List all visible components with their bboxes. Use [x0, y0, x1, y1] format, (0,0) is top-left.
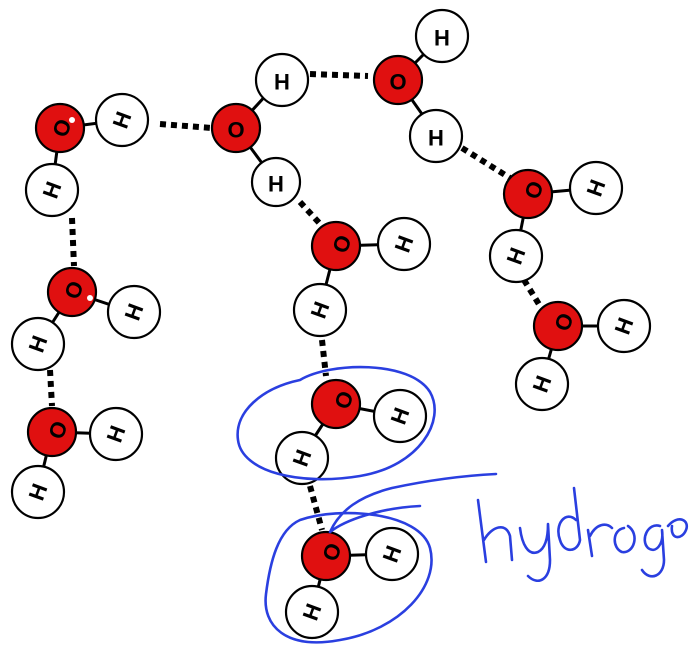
water-molecule: O H H — [10, 406, 144, 520]
oxygen-atom: O — [300, 530, 352, 582]
hydrogen-atom: H — [372, 388, 428, 444]
oxygen-label: O — [389, 70, 406, 95]
hydrogen-label: H — [428, 126, 444, 151]
oxygen-atom: O — [310, 378, 362, 430]
oxygen-atom: O — [34, 102, 86, 154]
hydrogen-atom: H — [364, 526, 420, 582]
hydrogen-atom: H — [596, 298, 652, 354]
hydrogen-bond — [521, 278, 543, 308]
oxygen-label: O — [227, 118, 244, 143]
hydrogen-atom: H — [376, 216, 432, 272]
hydrogen-atom: H — [408, 108, 464, 164]
annotation-circle-lower — [264, 511, 433, 644]
hydrogen-atom: H — [106, 284, 162, 340]
hydrogen-atom: H — [250, 156, 302, 208]
water-molecule: O H H — [514, 298, 652, 412]
hydrogen-atom: H — [24, 162, 80, 218]
hydrogen-bond — [159, 121, 213, 131]
hydrogen-atom: H — [514, 356, 570, 412]
hydrogen-atom: H — [488, 228, 544, 284]
handwritten-annotation: hydrogen — [236, 365, 689, 644]
annotation-word-text: hydrogen — [575, 528, 585, 531]
hydrogen-bond — [460, 145, 512, 181]
water-molecule: O H H — [488, 160, 624, 284]
hydrogen-bond — [309, 71, 369, 79]
oxygen-atom: O — [372, 54, 424, 106]
hydrogen-atom: H — [292, 282, 348, 338]
hydrogen-atom: H — [88, 406, 144, 462]
water-molecule: O H H — [292, 216, 432, 338]
water-molecule: O H H — [10, 266, 162, 372]
oxygen-atom: O — [46, 266, 98, 318]
oxygen-atom: O — [310, 220, 362, 272]
oxygen-atom: O — [210, 102, 262, 154]
water-molecule: O H H — [284, 526, 420, 640]
hydrogen-bond — [69, 217, 77, 267]
hydrogen-label: H — [274, 70, 290, 95]
hydrogen-label: H — [268, 172, 284, 197]
hydrogen-bond — [297, 199, 325, 229]
hydrogen-bonds — [47, 71, 543, 531]
hydrogen-atom: H — [10, 316, 66, 372]
water-molecule: O H H — [372, 8, 470, 164]
hydrogen-atom: H — [10, 464, 66, 520]
hydrogen-atom: H — [284, 584, 340, 640]
hydrogen-atom: H — [94, 92, 150, 148]
oxygen-atom: O — [26, 406, 78, 458]
hydrogen-bond — [307, 485, 325, 531]
hydrogen-atom: H — [568, 160, 624, 216]
water-molecule: O H H — [274, 378, 428, 486]
hydrogen-atom: H — [254, 52, 310, 108]
hydrogen-bond — [47, 369, 55, 407]
water-molecule: O H H — [24, 92, 150, 218]
water-molecule: O H H — [210, 52, 310, 208]
hydrogen-atom: H — [274, 430, 330, 486]
annotation-pointer-stroke — [328, 472, 498, 534]
oxygen-atom: O — [502, 168, 554, 220]
hydrogen-label: H — [434, 26, 450, 51]
hydrogen-atom: H — [414, 8, 470, 64]
annotation-circle-upper — [236, 365, 436, 481]
annotation-word-hydrogen — [476, 486, 689, 582]
oxygen-atom: O — [532, 300, 584, 352]
